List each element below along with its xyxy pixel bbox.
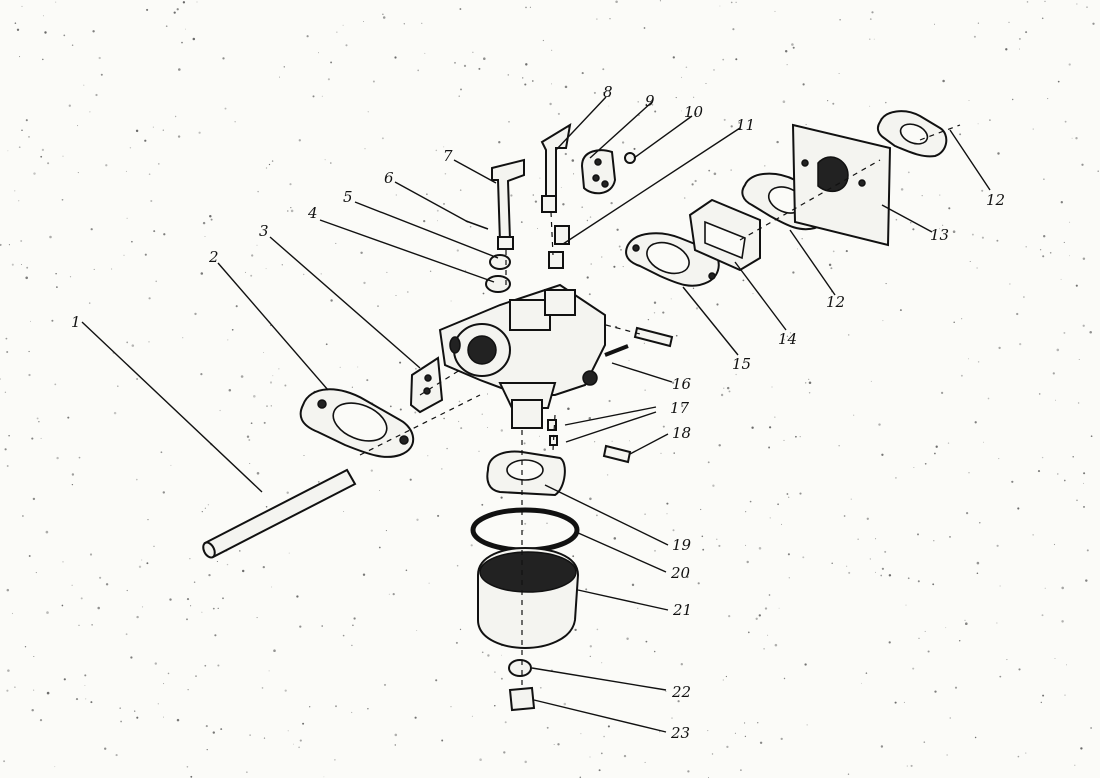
label-23: 23 [670, 724, 690, 742]
label-9: 9 [645, 92, 655, 110]
part-10-nut [624, 152, 636, 164]
part-2-gasket [299, 388, 415, 458]
label-15: 15 [732, 355, 751, 373]
label-10: 10 [684, 103, 704, 121]
part-20-o-ring [470, 507, 580, 553]
part-4-spring [485, 275, 511, 293]
label-19: 19 [672, 536, 692, 554]
callout-labels: 1 2 3 4 5 6 7 8 9 10 11 12 13 12 14 15 1… [71, 83, 1005, 742]
part-12-gasket-upper [876, 110, 948, 158]
label-1: 1 [71, 313, 81, 331]
part-21-bowl [477, 546, 580, 650]
part-14-spacer [688, 198, 761, 272]
label-8: 8 [603, 83, 613, 101]
part-16-screws [604, 326, 674, 357]
part-6-screw [465, 220, 489, 230]
label-13: 13 [930, 226, 949, 244]
part-17-pins [547, 419, 558, 446]
label-12-upper: 12 [986, 191, 1005, 209]
label-7: 7 [443, 147, 453, 165]
label-16: 16 [672, 375, 692, 393]
leader-lines [81, 96, 991, 733]
label-11: 11 [736, 116, 755, 134]
label-4: 4 [307, 204, 318, 222]
label-2: 2 [208, 248, 219, 266]
label-22: 22 [671, 683, 691, 701]
part-3-plate [409, 356, 444, 414]
assembly-axis-lines [359, 124, 961, 690]
label-20: 20 [670, 564, 691, 582]
label-12-lower: 12 [826, 293, 845, 311]
part-9-plate [580, 149, 617, 195]
part-23-bolt [508, 686, 536, 712]
part-5-washer [489, 254, 511, 270]
part-22-washer [508, 659, 532, 677]
part-8-lever [540, 123, 572, 213]
label-6: 6 [384, 169, 394, 187]
part-7-lever [491, 158, 525, 250]
part-19-float [486, 450, 566, 497]
part-1-shaft [202, 468, 357, 559]
part-13-plate [791, 123, 892, 247]
label-5: 5 [343, 188, 353, 206]
label-21: 21 [672, 601, 692, 619]
part-18-screw [602, 444, 632, 464]
label-14: 14 [778, 330, 797, 348]
label-17: 17 [670, 399, 690, 417]
label-3: 3 [259, 222, 269, 240]
carburetor-body [438, 283, 606, 429]
part-11-needle [548, 225, 570, 269]
label-18: 18 [672, 424, 691, 442]
